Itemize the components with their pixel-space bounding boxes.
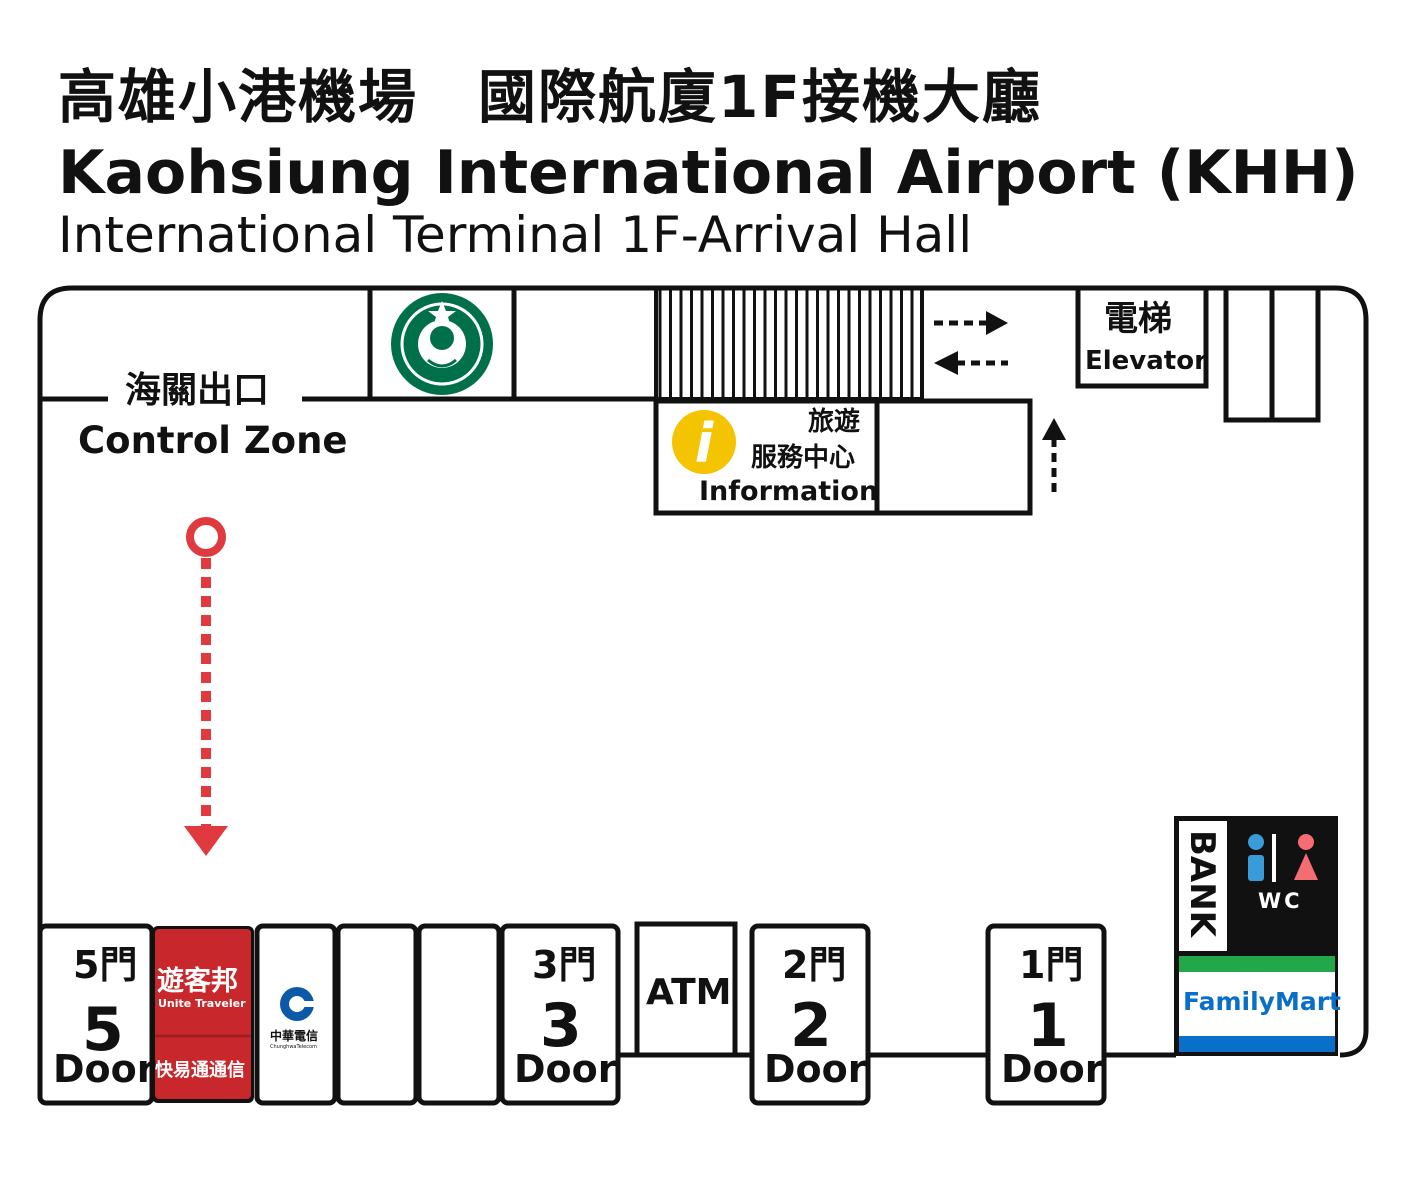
escalator-direction-arrows [934,311,1066,494]
chunghwa-label-zh: 中華電信 [270,1029,319,1043]
door-2-label-en: Door [764,1047,867,1091]
unite-traveler-shop [152,926,254,1103]
atm-booth [634,921,738,1058]
kuaiyi-telecom-label: 快易通通信 [155,1060,245,1081]
bank-label: BANK [1182,830,1222,938]
door-2-number: 2 [790,991,832,1061]
door-2-label-zh: 2門 [782,943,847,987]
familymart-label: FamilyMart [1183,987,1341,1016]
wc-label: WC [1258,889,1303,913]
wc-icon [1248,834,1318,882]
title-chinese: 高雄小港機場 國際航廈1F接機大廳 [58,63,1042,131]
door-1-label-en: Door [1001,1047,1104,1091]
unite-traveler-label-en: Unite Traveler [158,997,246,1010]
starbucks-logo [391,293,493,395]
elevator [1075,285,1209,389]
svg-text:i: i [695,412,715,475]
unite-traveler-label-zh: 遊客邦 [157,966,238,997]
chunghwa-label-en: ChunghwaTelecom [270,1044,317,1050]
info-label-en: Information [699,476,879,507]
door-1-number: 1 [1027,991,1069,1061]
empty-shop-b [416,923,502,1106]
walking-route [184,517,228,856]
elevator-label-zh: 電梯 [1104,299,1172,339]
control-zone-label-zh: 海關出口 [125,370,270,411]
info-icon: i [672,410,736,475]
door-5-label-zh: 5門 [73,943,138,987]
building-outline [37,285,1369,1058]
empty-shop-a [335,923,419,1106]
door-3-label-zh: 3門 [532,943,597,987]
info-label-zh-1: 旅遊 [808,407,861,437]
title-english: Kaohsiung International Airport (KHH) [58,138,1359,208]
subtitle-english: International Terminal 1F-Arrival Hall [58,206,973,264]
chunghwa-logo [280,987,315,1021]
door-2-frame [749,923,871,1106]
door-3-label-en: Door [514,1047,617,1091]
door-5-label-en: Door [53,1047,156,1091]
bank-wc-familymart-block [1174,816,1338,1056]
control-zone-label-en: Control Zone [78,419,348,462]
escalator [658,290,914,397]
door-5-number: 5 [82,995,124,1065]
door-1-frame [985,923,1107,1106]
info-label-zh-2: 服務中心 [751,443,856,473]
bank [1179,821,1227,951]
atm-label: ATM [646,972,732,1013]
elevator-label-en: Elevator [1085,346,1207,376]
door-1-label-zh: 1門 [1019,943,1084,987]
door-3-frame [499,923,621,1106]
door-3-number: 3 [540,991,582,1061]
